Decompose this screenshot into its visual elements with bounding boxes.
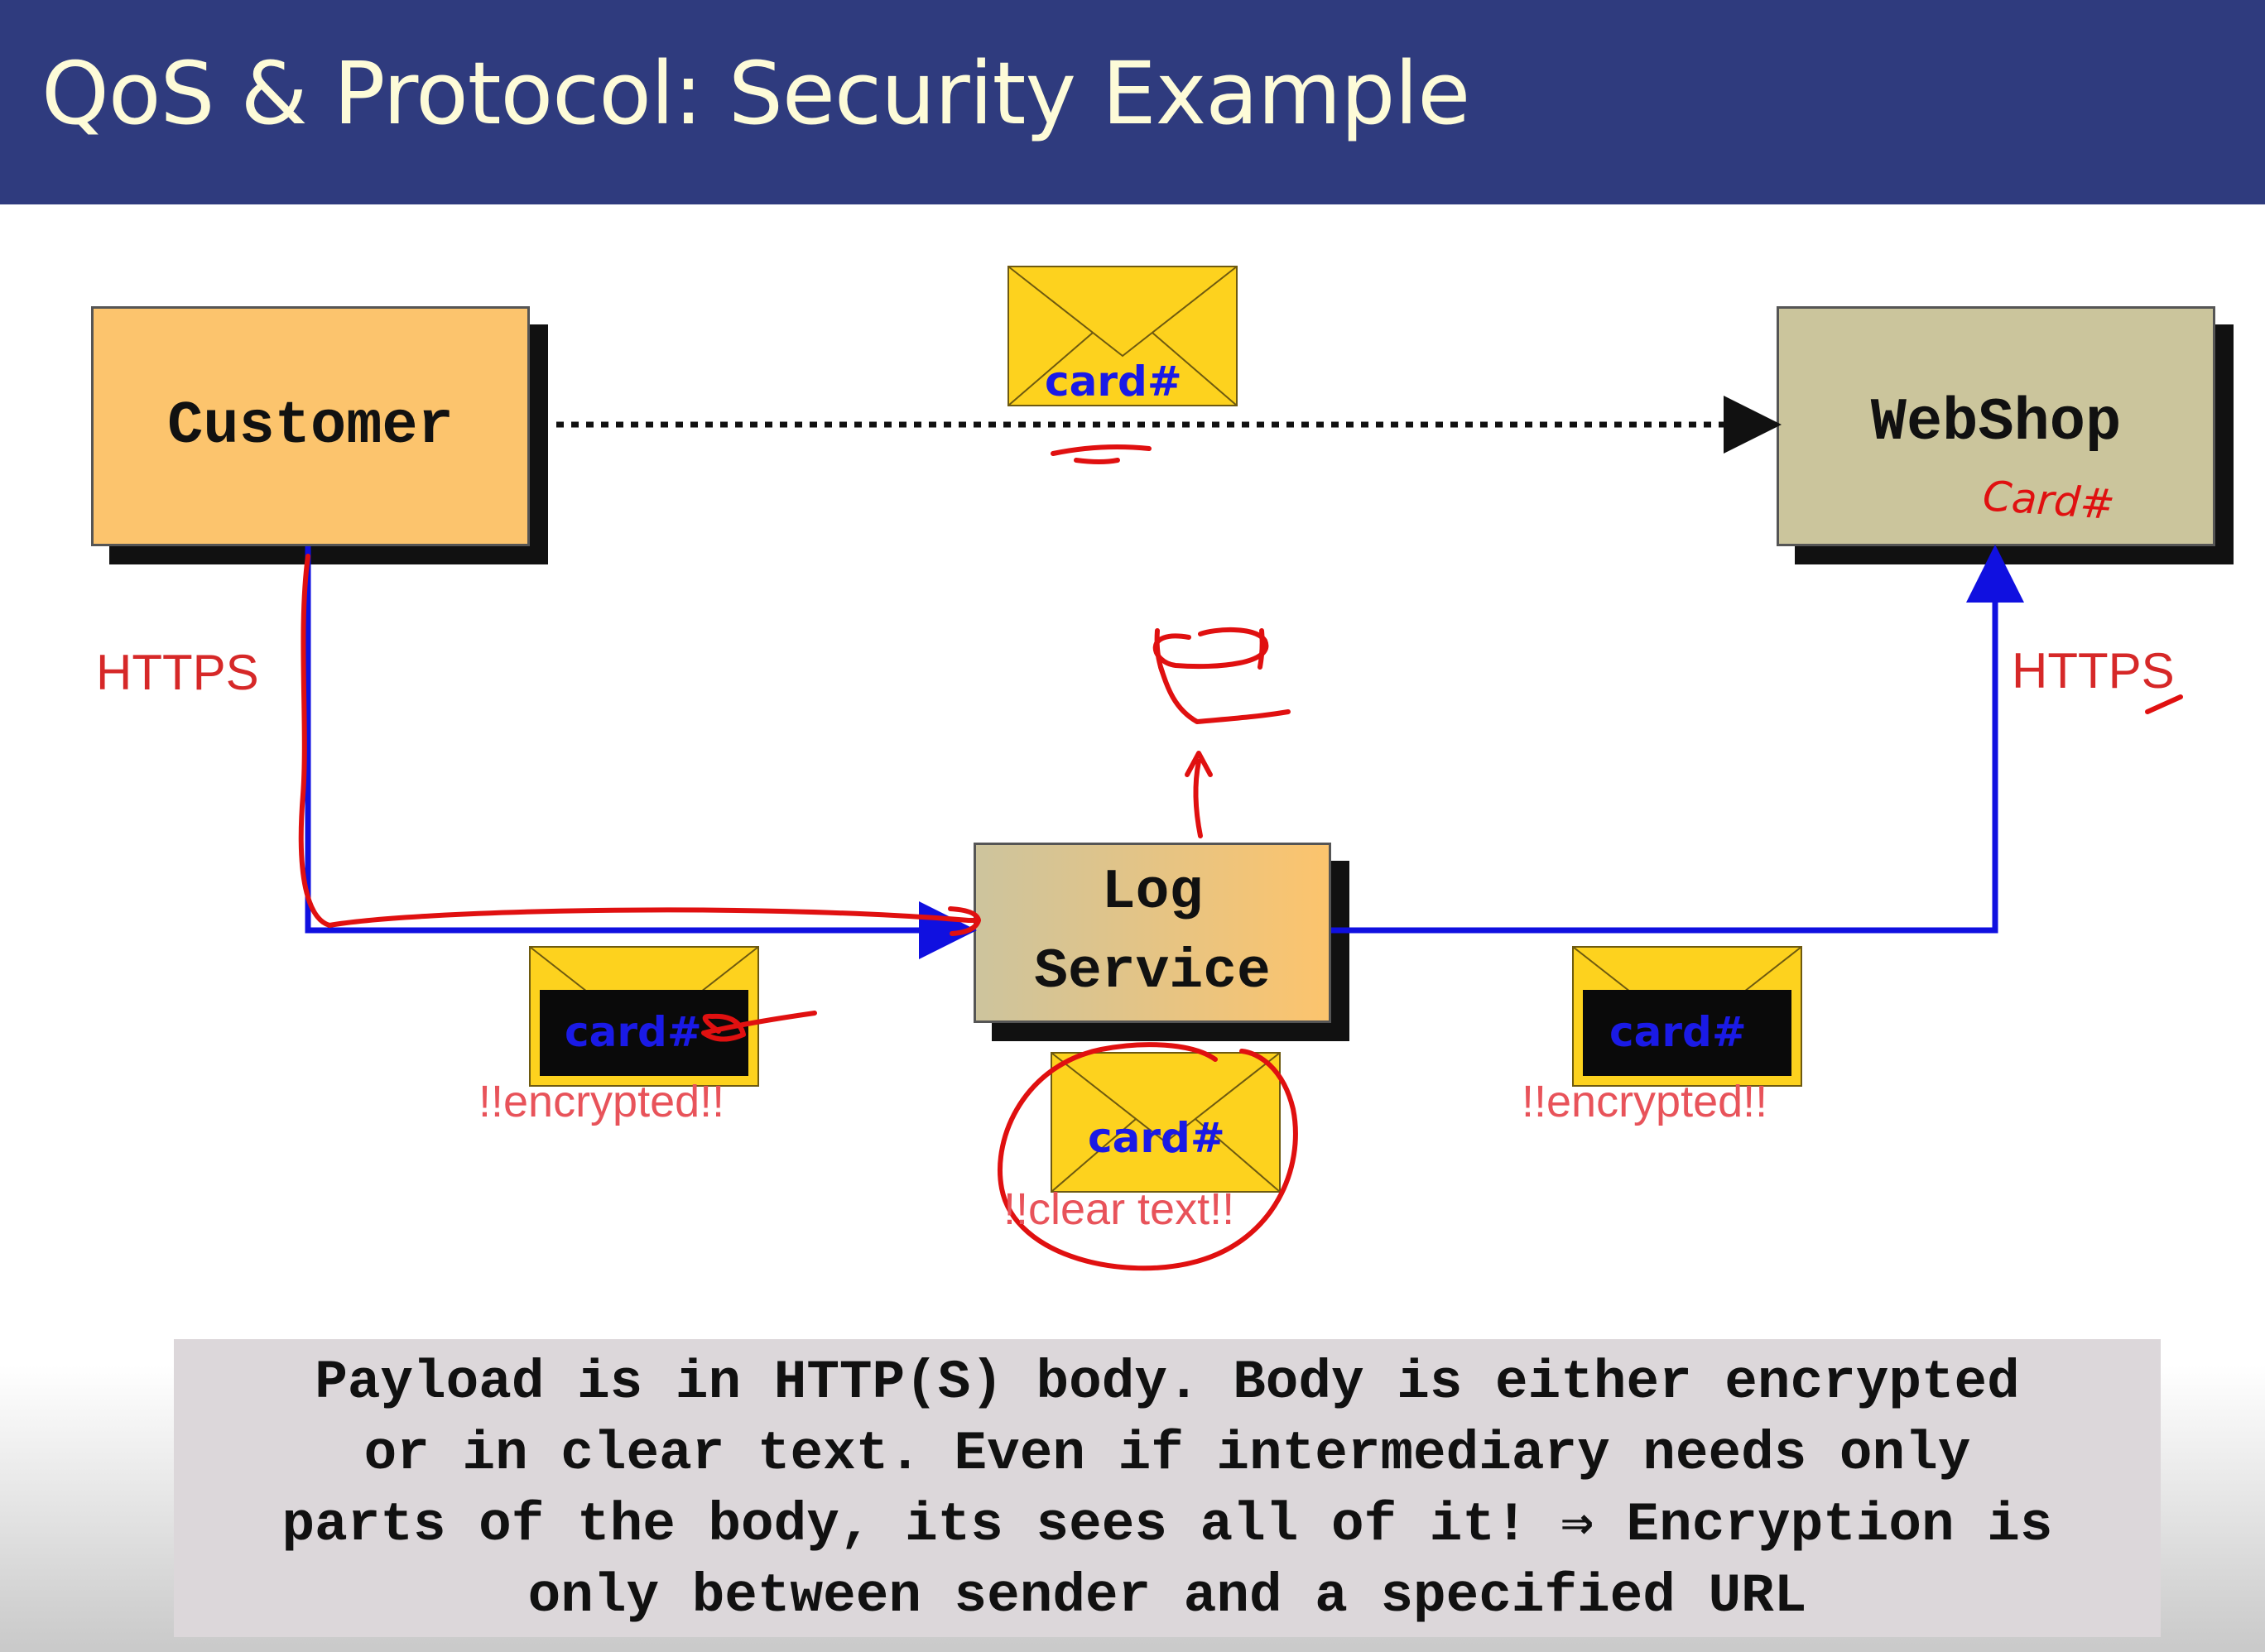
envelope-middle <box>1051 1052 1281 1193</box>
caption-line-3: parts of the body, its sees all of it! ⇒… <box>281 1494 2053 1556</box>
title-bar: QoS & Protocol: Security Example <box>0 0 2265 204</box>
handwritten-card-annotation: Card# <box>1981 472 2116 529</box>
log-service-node: Log Service <box>974 843 1331 1023</box>
envelope-middle-label: card# <box>1088 1114 1225 1162</box>
left-protocol-label: HTTPS <box>96 645 259 700</box>
right-protocol-label: HTTPS <box>2012 643 2175 699</box>
webshop-label: WebShop <box>1870 389 2122 457</box>
envelope-left-label: card# <box>565 1008 702 1056</box>
envelope-top-label: card# <box>1045 358 1182 406</box>
envelope-right-note: !!encrypted!! <box>1522 1077 1768 1126</box>
envelope-top <box>1007 266 1238 406</box>
caption-line-2: or in clear text. Even if intermediary n… <box>363 1423 1971 1485</box>
handwritten-ink <box>298 444 2183 1271</box>
envelope-right-label: card# <box>1609 1008 1747 1056</box>
caption-line-4: only between sender and a specified URL <box>527 1565 1807 1627</box>
log-service-label-line1: Log <box>1101 861 1204 924</box>
log-service-label-line2: Service <box>1034 940 1271 1004</box>
caption-box <box>174 1339 2161 1637</box>
customer-to-log-link <box>305 546 977 959</box>
envelope-middle-note: !!clear text!! <box>1003 1184 1235 1234</box>
encryption-panel-right <box>1583 990 1791 1076</box>
envelope-left-note: !!encrypted!! <box>478 1077 725 1126</box>
log-to-webshop-link <box>1331 545 2024 934</box>
customer-node: Customer <box>91 306 530 546</box>
caption-line-1: Payload is in HTTP(S) body. Body is eith… <box>315 1352 2020 1414</box>
slide-title: QoS & Protocol: Security Example <box>41 43 1470 144</box>
customer-label: Customer <box>167 392 454 460</box>
webshop-node: WebShop <box>1777 306 2215 546</box>
